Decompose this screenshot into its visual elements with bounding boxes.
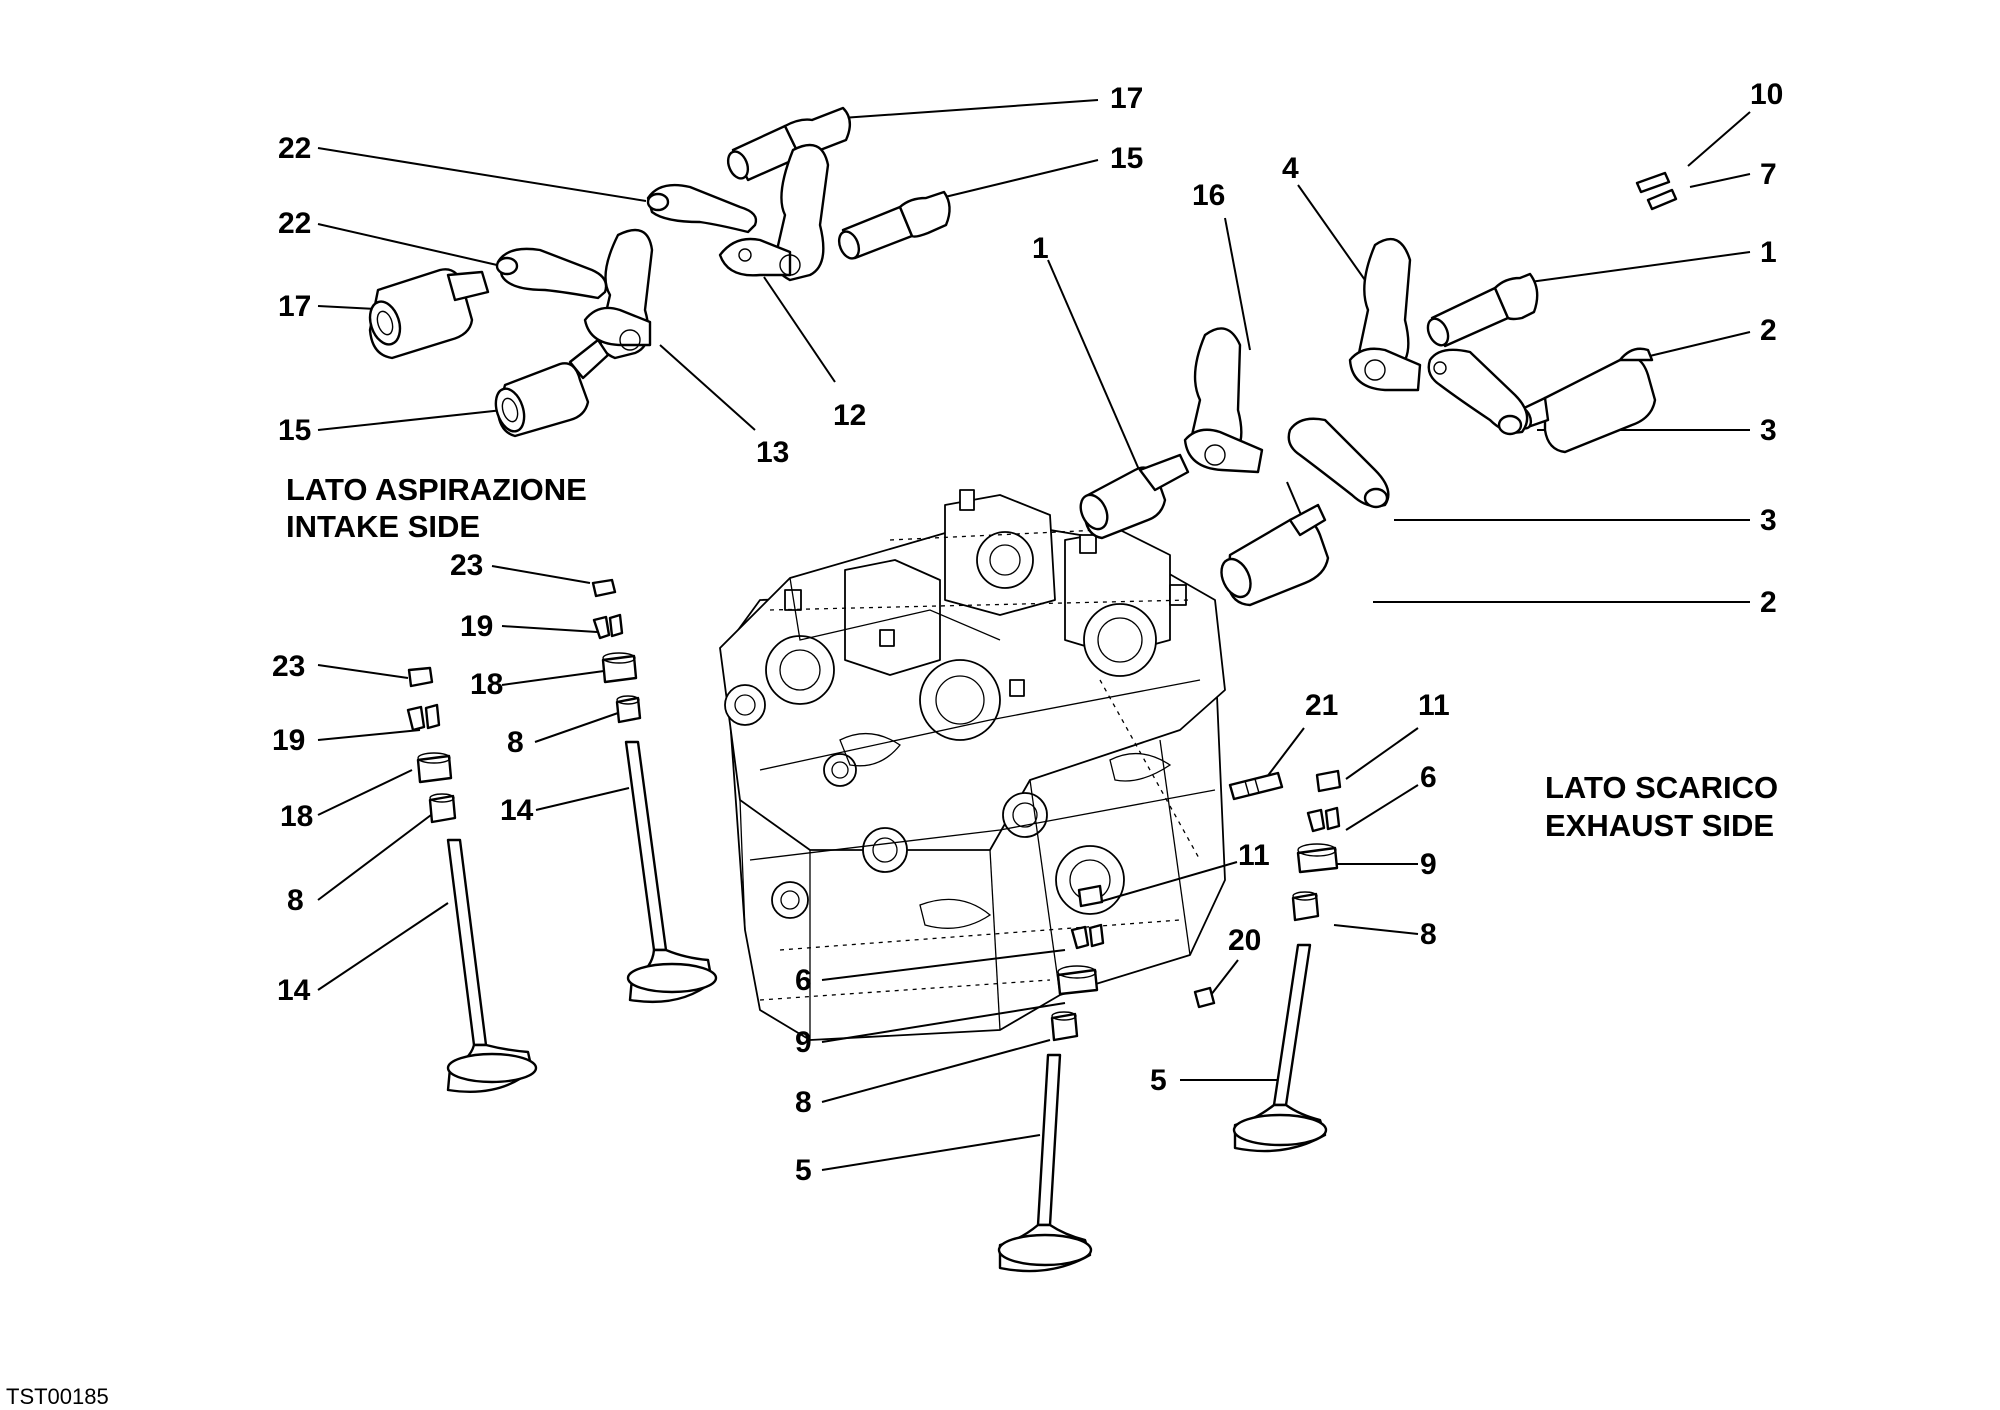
exhaust-valve-stack-right <box>1232 769 1342 1153</box>
callout-1: 1 <box>1032 232 1049 265</box>
callout-2: 2 <box>1760 314 1777 347</box>
stud-21 <box>1228 771 1284 801</box>
rocker-shaft-2-right <box>1513 347 1657 454</box>
callout-8: 8 <box>507 726 524 759</box>
callout-23: 23 <box>450 549 483 582</box>
callout-8: 8 <box>1420 918 1437 951</box>
rocker-shaft-1-center <box>1079 453 1190 540</box>
callout-14: 14 <box>500 794 534 827</box>
drawing-code: TST00185 <box>6 1384 109 1409</box>
follower-22-top <box>646 183 758 234</box>
callout-21: 21 <box>1305 689 1338 722</box>
callout-17: 17 <box>1110 82 1143 115</box>
callout-3: 3 <box>1760 504 1777 537</box>
callout-17: 17 <box>278 290 311 323</box>
rocker-shaft-15-lower <box>494 338 610 438</box>
follower-3-right <box>1427 348 1529 436</box>
callout-6: 6 <box>795 964 812 997</box>
callout-11: 11 <box>1238 839 1270 872</box>
callout-4: 4 <box>1282 152 1299 185</box>
rocker-arm-4 <box>1348 237 1422 392</box>
plug-20 <box>1193 986 1216 1009</box>
pin-10 <box>1635 171 1671 194</box>
rocker-shaft-2-center <box>1220 503 1330 607</box>
callout-22: 22 <box>278 132 311 165</box>
rocker-shaft-1-right <box>1426 272 1539 348</box>
callout-8: 8 <box>287 884 304 917</box>
callout-22: 22 <box>278 207 311 240</box>
callout-5: 5 <box>795 1154 812 1187</box>
callout-12: 12 <box>833 399 866 432</box>
rocker-arm-16 <box>1183 327 1264 474</box>
intake-side-label-it: LATO ASPIRAZIONE <box>286 472 587 507</box>
callout-1: 1 <box>1760 236 1777 269</box>
callout-15: 15 <box>1110 142 1143 175</box>
callout-15: 15 <box>278 414 311 447</box>
rocker-arm-12 <box>718 143 830 282</box>
callout-2: 2 <box>1760 586 1777 619</box>
rocker-shaft-15-top <box>837 190 951 260</box>
callout-7: 7 <box>1760 158 1777 191</box>
callout-19: 19 <box>272 724 305 757</box>
leader-lines <box>317 99 1751 1171</box>
rocker-shaft-17-lower <box>368 268 490 360</box>
rocker-arm-13 <box>583 228 654 360</box>
callout-11: 11 <box>1418 689 1450 722</box>
follower-22-lower <box>495 247 608 300</box>
side-labels: LATO ASPIRAZIONE INTAKE SIDE LATO SCARIC… <box>6 472 1778 1409</box>
callout-6: 6 <box>1420 761 1437 794</box>
exhaust-side-label-it: LATO SCARICO <box>1545 770 1778 805</box>
callout-18: 18 <box>280 800 313 833</box>
rocker-shaft-17-top <box>726 106 851 182</box>
intake-side-label-en: INTAKE SIDE <box>286 509 480 544</box>
callout-16: 16 <box>1192 179 1225 212</box>
callout-9: 9 <box>795 1026 812 1059</box>
callout-18: 18 <box>470 668 503 701</box>
callout-numbers: 17 15 22 22 17 15 13 12 10 7 4 16 1 1 2 … <box>272 78 1783 1187</box>
callout-9: 9 <box>1420 848 1437 881</box>
follower-3-center <box>1287 417 1390 509</box>
intake-rocker-group <box>368 106 951 438</box>
intake-valve-stack-inner <box>591 578 718 1004</box>
callout-14: 14 <box>277 974 311 1007</box>
callout-3: 3 <box>1760 414 1777 447</box>
callout-19: 19 <box>460 610 493 643</box>
callout-5: 5 <box>1150 1064 1167 1097</box>
callout-20: 20 <box>1228 924 1261 957</box>
pin-7 <box>1646 188 1678 211</box>
intake-valve-stack-outer <box>406 666 538 1093</box>
callout-23: 23 <box>272 650 305 683</box>
callout-8: 8 <box>795 1086 812 1119</box>
callout-10: 10 <box>1750 78 1783 111</box>
exhaust-side-label-en: EXHAUST SIDE <box>1545 808 1774 843</box>
exhaust-valve-stack-center <box>997 884 1105 1273</box>
callout-13: 13 <box>756 436 789 469</box>
cylinder-head <box>719 489 1226 1041</box>
exhaust-rocker-group <box>1079 171 1678 607</box>
